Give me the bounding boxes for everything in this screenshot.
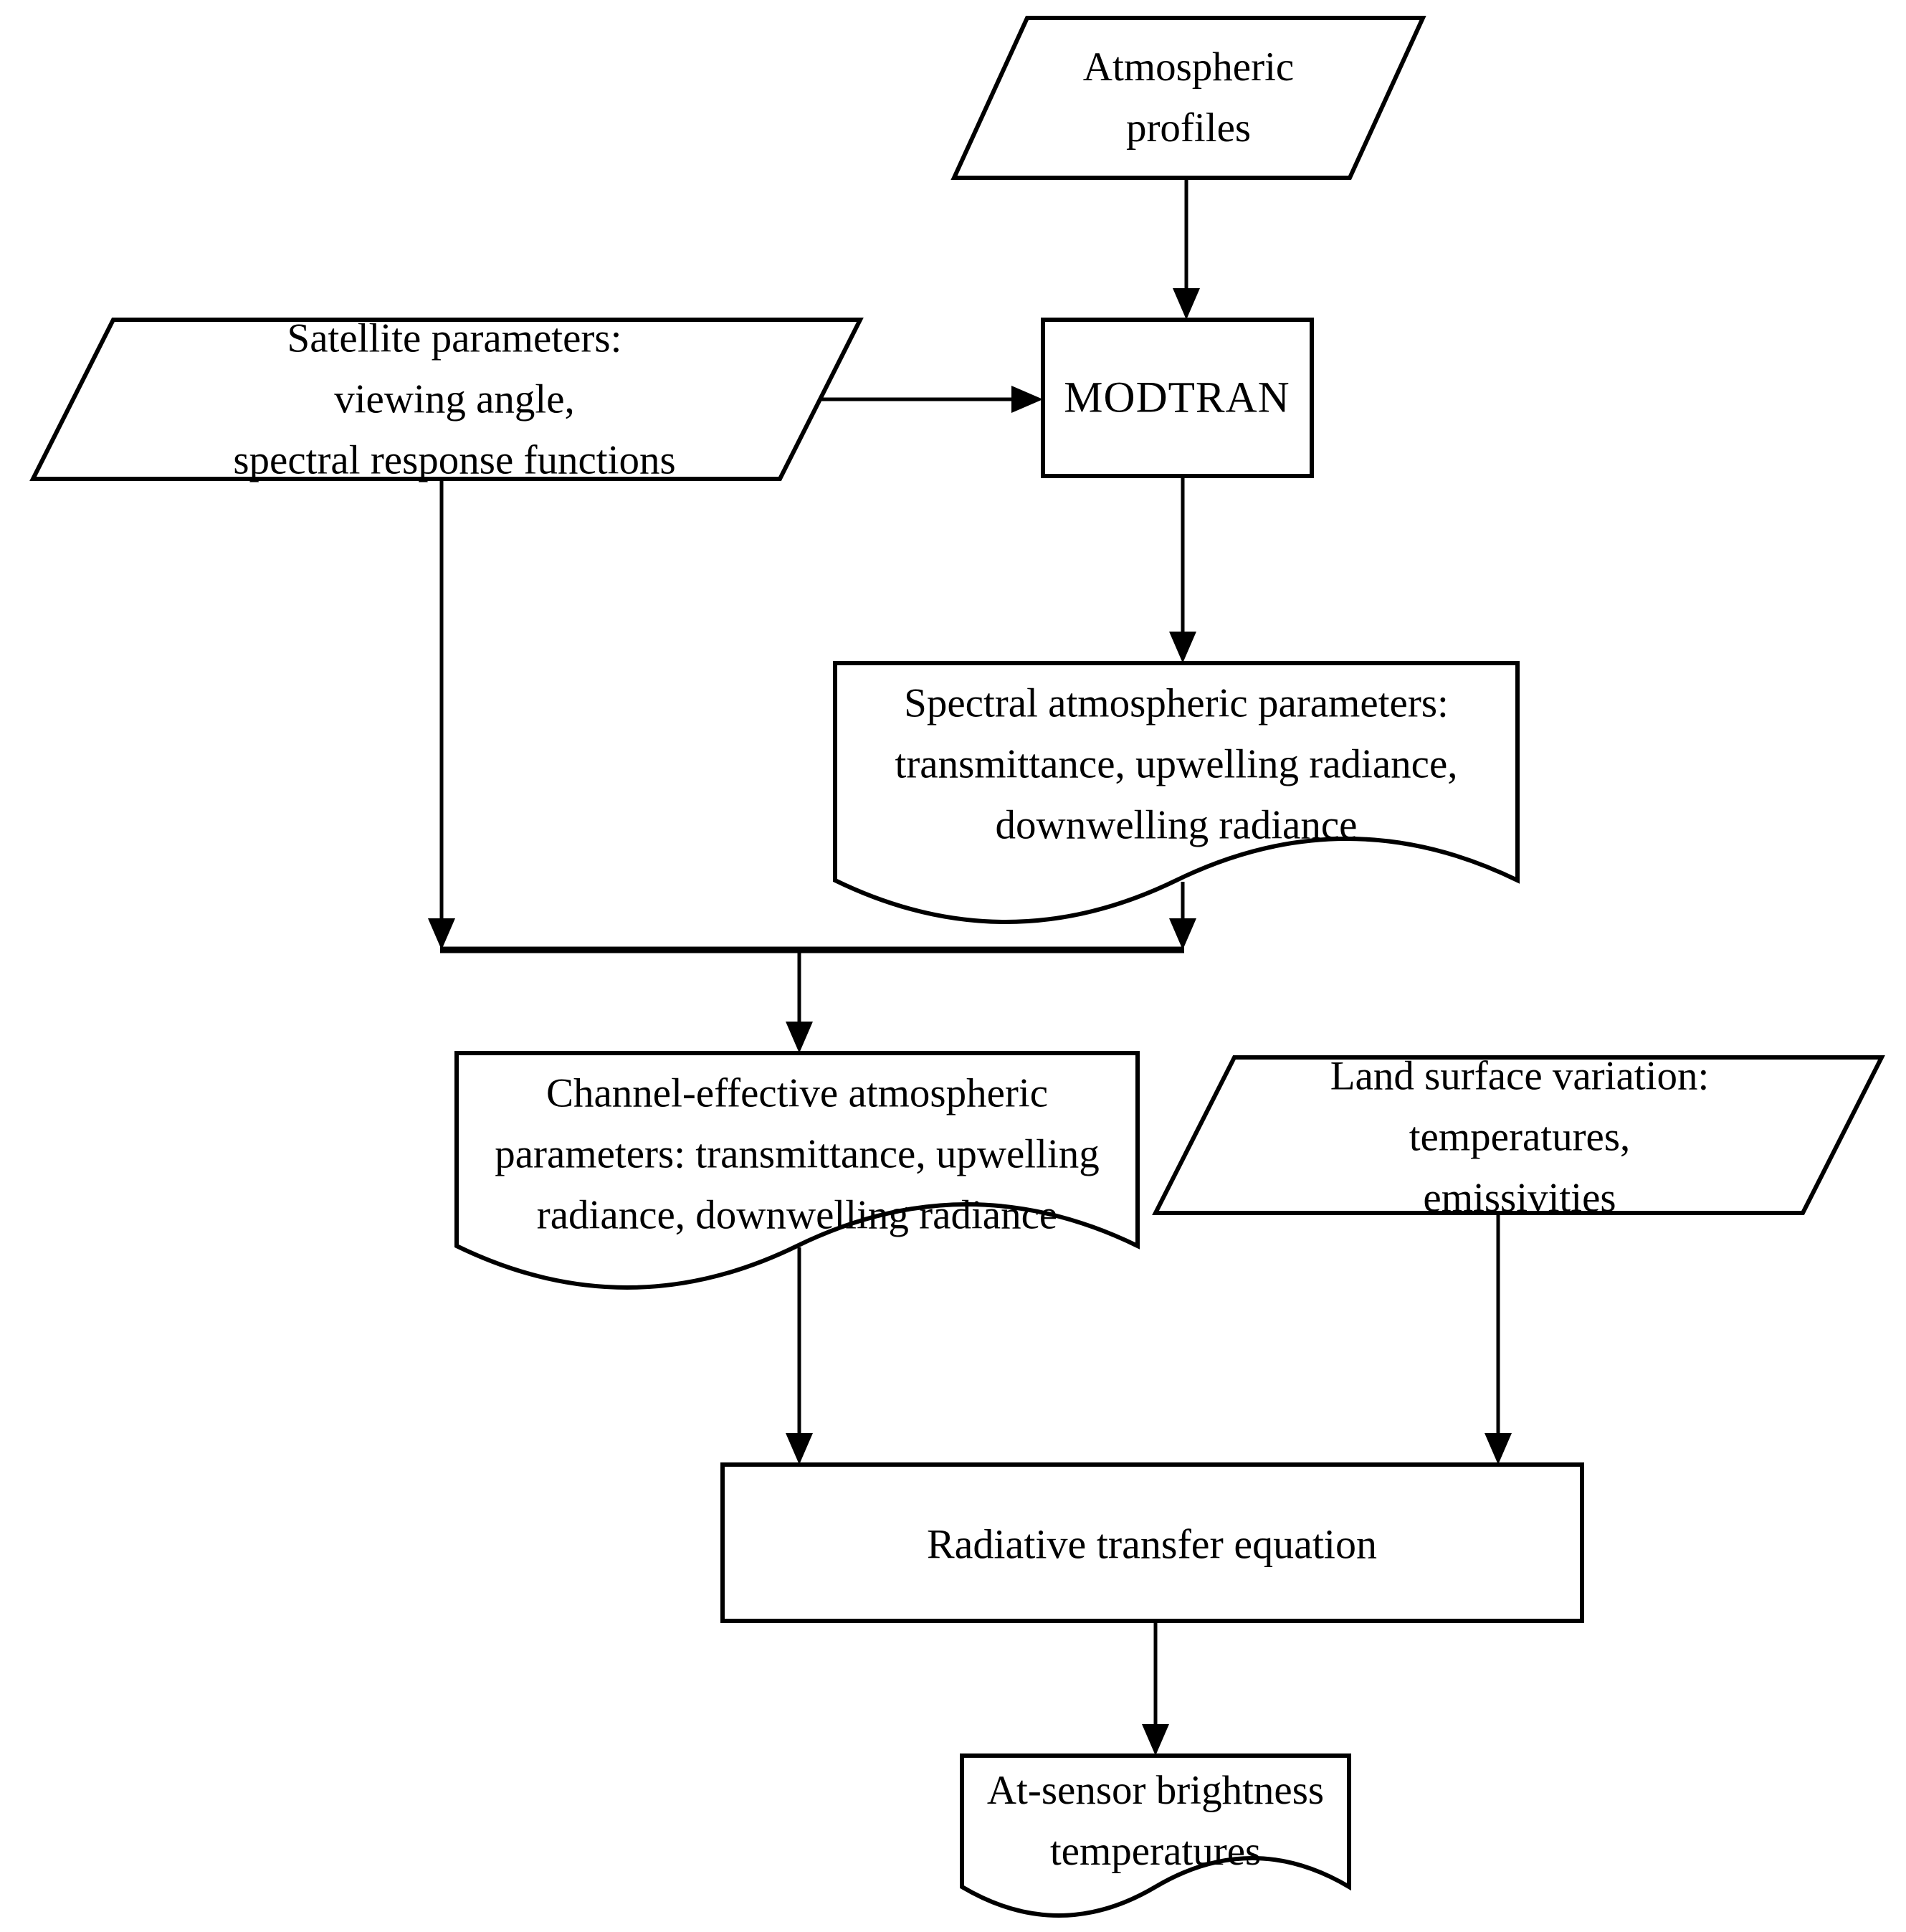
spectral-atmospheric-parameters-label: Spectral atmospheric parameters: transmi… <box>895 680 1458 848</box>
satellite-parameters-label: Satellite parameters: viewing angle, spe… <box>233 315 676 483</box>
land-surface-variation-label: Land surface variation: temperatures, em… <box>1330 1053 1710 1221</box>
arrowhead-channel-into-rte <box>786 1433 813 1465</box>
radiative-transfer-equation-label: Radiative transfer equation <box>926 1521 1378 1568</box>
at-sensor-brightness-temperatures-label: At-sensor brightness temperatures <box>986 1768 1325 1874</box>
radiative-transfer-equation-shape <box>720 1462 1584 1623</box>
node-shapes-group <box>29 16 1885 1918</box>
arrowheads-group <box>428 288 1512 1756</box>
edge-lines-group <box>439 178 1500 1726</box>
channel-effective-atmospheric-parameters-label: Channel-effective atmospheric parameters… <box>495 1070 1100 1238</box>
land-surface-variation-shape <box>1152 1055 1885 1215</box>
modtran-label: MODTRAN <box>1064 373 1290 422</box>
arrowhead-into-channel <box>786 1022 813 1053</box>
arrowhead-into-modtran-left <box>1011 386 1043 413</box>
modtran-shape <box>1041 318 1314 478</box>
arrowhead-into-spectral <box>1169 632 1196 663</box>
atmospheric-profiles-label: Atmospheric profiles <box>1082 44 1295 151</box>
arrowhead-spectral-into-junction <box>1169 918 1196 950</box>
arrowhead-satellite-into-junction <box>428 918 455 950</box>
channel-effective-atmospheric-parameters-shape <box>454 1051 1140 1290</box>
spectral-atmospheric-parameters-shape <box>833 661 1520 924</box>
atmospheric-profiles-shape <box>950 16 1426 180</box>
arrowhead-into-modtran-top <box>1173 288 1200 320</box>
satellite-parameters-shape <box>29 318 864 481</box>
at-sensor-brightness-temperatures-shape <box>960 1753 1351 1918</box>
arrowhead-land-into-rte <box>1485 1433 1512 1465</box>
arrowhead-into-atsensor <box>1142 1724 1169 1756</box>
